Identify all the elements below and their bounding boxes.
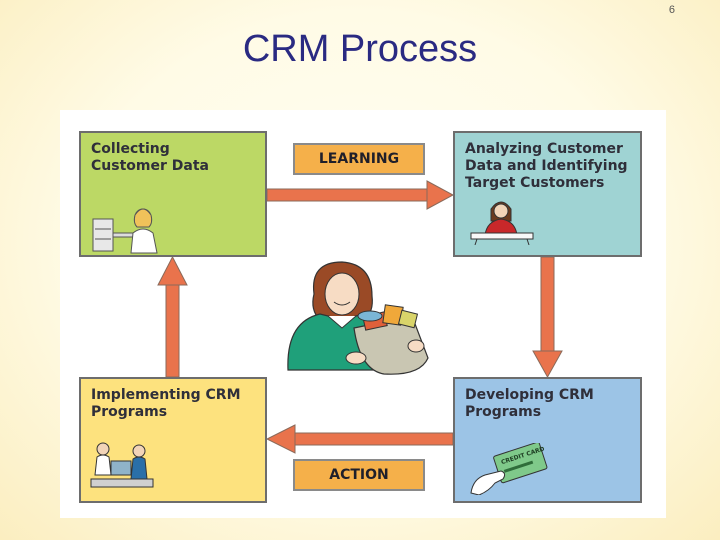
action-label: ACTION [293,459,425,491]
developing-crm-programs-box: Developing CRM Programs CREDIT CARD [453,377,642,503]
people-at-counter-icon [89,439,155,491]
crm-diagram: Collecting Customer Data Analyzing Custo… [60,110,666,518]
hand-with-credit-card-icon: CREDIT CARD [467,443,549,495]
box-title: Implementing CRM Programs [91,387,255,421]
slide-title: CRM Process [0,28,720,71]
analyzing-customer-data-box: Analyzing Customer Data and Identifying … [453,131,642,257]
woman-with-shopping-bag-icon [280,258,440,376]
learning-label: LEARNING [293,143,425,175]
box-title: Collecting Customer Data [91,141,255,175]
arrow-right [267,181,453,209]
box-title: Developing CRM Programs [465,387,630,421]
box-title: Analyzing Customer Data and Identifying … [465,141,630,192]
woman-with-files-icon [91,205,171,255]
implementing-crm-programs-box: Implementing CRM Programs [79,377,267,503]
arrow-left [267,425,453,453]
arrow-up [158,257,187,377]
collecting-customer-data-box: Collecting Customer Data [79,131,267,257]
slide-number: 6 [669,4,675,16]
arrow-down [533,257,562,377]
woman-at-desk-icon [467,195,537,245]
